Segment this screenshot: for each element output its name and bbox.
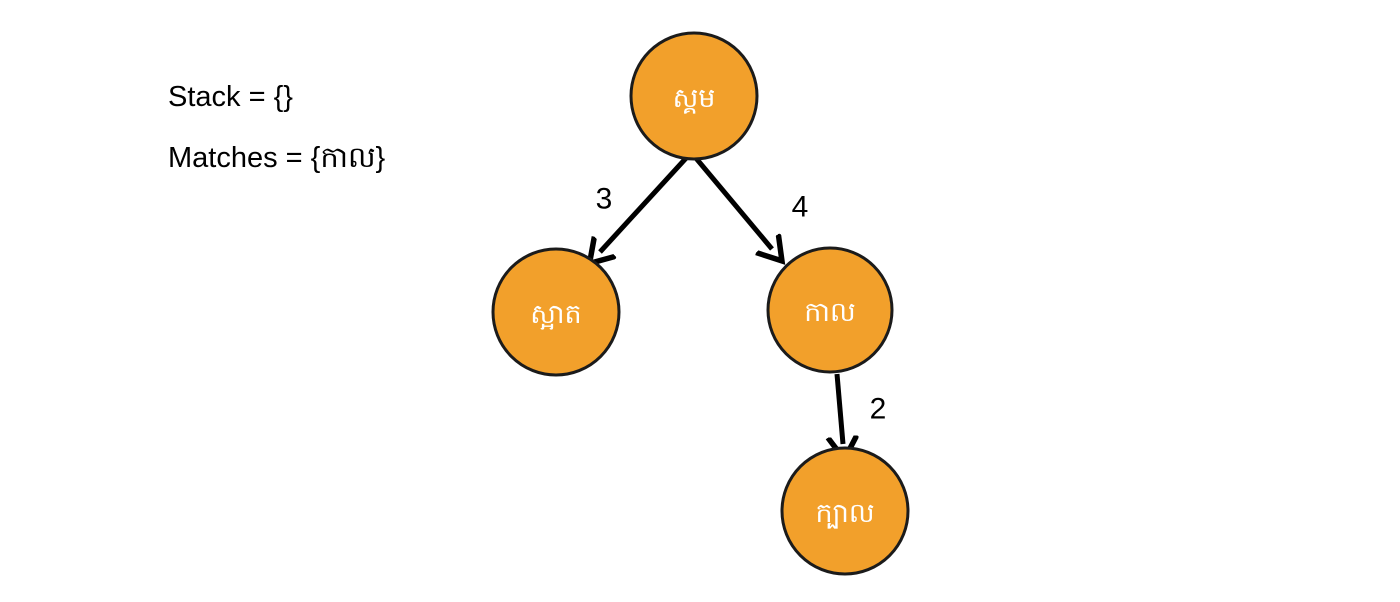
edge-root-left-line [600, 154, 690, 252]
node-left-circle[interactable] [491, 247, 621, 377]
node-bottom-circle[interactable] [780, 446, 910, 576]
edge-right-bottom-line [837, 373, 843, 444]
node-root[interactable]: ស្គម [629, 31, 759, 161]
node-bottom-label: ក្បាល [815, 498, 874, 529]
node-root-label: ស្គម [673, 83, 716, 114]
node-bottom[interactable]: ក្បាល [780, 446, 910, 576]
edge-right-bottom-weight: 2 [870, 393, 887, 426]
legend-matches-text: Matches = {កាល} [168, 142, 386, 174]
edge-root-right-weight: 4 [792, 191, 809, 224]
edge-root-right-line [693, 155, 772, 249]
node-root-circle[interactable] [629, 31, 759, 161]
edge-right-bottom: 2 [837, 373, 887, 444]
node-left-label: ស្អាត [530, 299, 581, 330]
edge-root-left: 3 [596, 154, 690, 252]
edge-root-right: 4 [693, 155, 809, 249]
edge-root-left-weight: 3 [596, 183, 613, 216]
node-right-circle[interactable] [766, 246, 894, 374]
legend-stack-text: Stack = {} [168, 81, 293, 113]
node-left[interactable]: ស្អាត [491, 247, 621, 377]
node-right[interactable]: កាល [766, 246, 894, 374]
node-right-label: កាល [804, 297, 855, 327]
